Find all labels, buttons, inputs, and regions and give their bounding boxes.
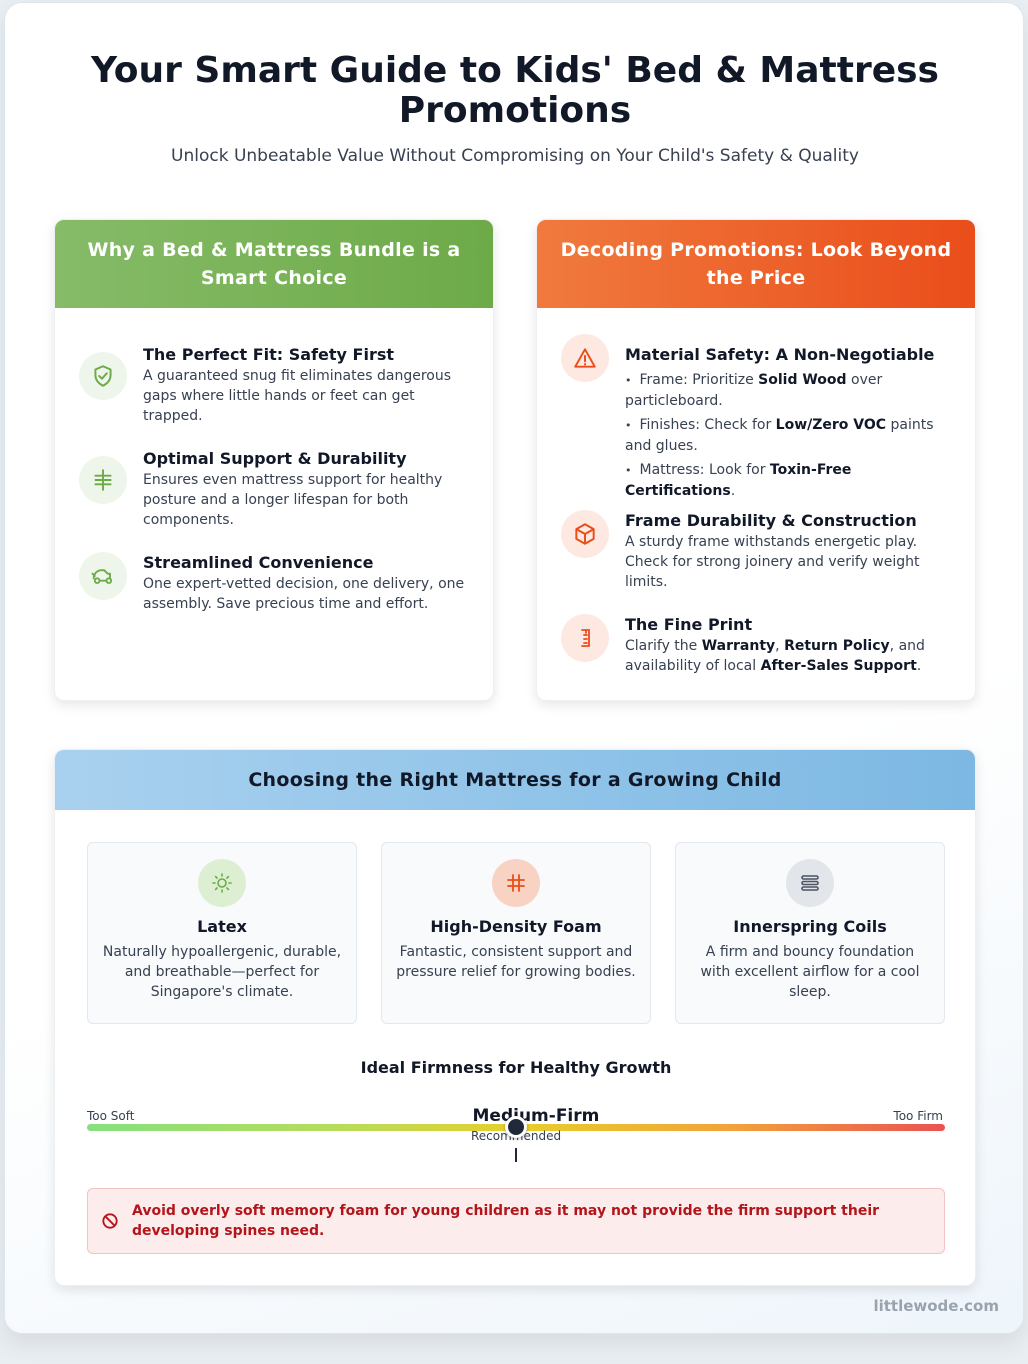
mattress-type-text: Fantastic, consistent support and pressu…: [396, 944, 636, 980]
warning-text: Avoid overly soft memory foam for young …: [132, 1203, 880, 1239]
sun-icon: [198, 859, 246, 907]
firmness-title: Ideal Firmness for Healthy Growth: [360, 1058, 672, 1077]
promo-item-material: Material Safety: A Non-Negotiable •Frame…: [561, 334, 955, 505]
fine-print-text: Clarify the Warranty, Return Policy, and…: [625, 638, 925, 674]
promo-card: Decoding Promotions: Look Beyond the Pri…: [536, 219, 976, 701]
prohibited-icon: [100, 1211, 120, 1235]
bundle-item-safety: The Perfect Fit: Safety First A guarante…: [79, 344, 473, 426]
bundle-card: Why a Bed & Mattress Bundle is a Smart C…: [54, 219, 494, 701]
material-bullet: •Mattress: Look for Toxin-Free Certifica…: [625, 462, 852, 499]
too-soft-label: Too Soft: [87, 1109, 135, 1123]
bundle-item-text: A guaranteed snug fit eliminates dangero…: [143, 368, 451, 424]
delivery-icon: [79, 552, 127, 600]
promo-item-frame: Frame Durability & Construction A sturdy…: [561, 510, 955, 592]
too-firm-label: Too Firm: [893, 1109, 943, 1123]
frame-title: Frame Durability & Construction: [625, 511, 917, 530]
document-icon: [561, 614, 609, 662]
foam-grid-icon: [492, 859, 540, 907]
bundle-item-support: Optimal Support & Durability Ensures eve…: [79, 448, 473, 530]
warning-icon: [561, 334, 609, 382]
material-title: Material Safety: A Non-Negotiable: [625, 345, 935, 364]
material-bullet: •Frame: Prioritize Solid Wood over parti…: [625, 372, 883, 409]
mattress-type-text: Naturally hypoallergenic, durable, and b…: [102, 944, 342, 1000]
shield-check-icon: [79, 352, 127, 400]
mattress-type-text: A firm and bouncy foundation with excell…: [700, 944, 920, 1000]
fine-print-title: The Fine Print: [625, 615, 753, 634]
bundle-card-heading: Why a Bed & Mattress Bundle is a Smart C…: [55, 220, 493, 308]
mattress-type-title: High-Density Foam: [430, 917, 602, 936]
bundle-item-title: Optimal Support & Durability: [143, 449, 407, 468]
mattress-type-title: Innerspring Coils: [733, 917, 887, 936]
promo-card-heading: Decoding Promotions: Look Beyond the Pri…: [537, 220, 975, 308]
mattress-type-coils: Innerspring Coils A firm and bouncy foun…: [675, 842, 945, 1024]
firmness-marker: [505, 1116, 527, 1138]
memory-foam-warning: Avoid overly soft memory foam for young …: [87, 1188, 945, 1254]
mattress-section: Choosing the Right Mattress for a Growin…: [54, 749, 976, 1286]
bundle-item-text: Ensures even mattress support for health…: [143, 472, 443, 528]
bundle-item-text: One expert-vetted decision, one delivery…: [143, 576, 465, 612]
firmness-marker-tick: [515, 1148, 517, 1162]
mattress-type-latex: Latex Naturally hypoallergenic, durable,…: [87, 842, 357, 1024]
recommended-firmness-label: Medium-Firm: [472, 1106, 600, 1126]
coils-icon: [786, 859, 834, 907]
bundle-item-title: Streamlined Convenience: [143, 553, 374, 572]
infographic-page: Your Smart Guide to Kids' Bed & Mattress…: [4, 2, 1024, 1334]
page-title: Your Smart Guide to Kids' Bed & Mattress…: [91, 50, 939, 131]
mattress-type-title: Latex: [197, 917, 247, 936]
promo-item-fine-print: The Fine Print Clarify the Warranty, Ret…: [561, 614, 955, 676]
box-icon: [561, 510, 609, 558]
material-bullet: •Finishes: Check for Low/Zero VOC paints…: [625, 417, 934, 454]
footer-brand: littlewode.com: [873, 1297, 999, 1315]
page-subtitle: Unlock Unbeatable Value Without Compromi…: [171, 146, 859, 166]
bundle-item-title: The Perfect Fit: Safety First: [143, 345, 394, 364]
material-bullets: •Frame: Prioritize Solid Wood over parti…: [625, 370, 955, 501]
mattress-type-foam: High-Density Foam Fantastic, consistent …: [381, 842, 651, 1024]
frame-text: A sturdy frame withstands energetic play…: [625, 534, 920, 590]
support-grid-icon: [79, 456, 127, 504]
mattress-section-heading: Choosing the Right Mattress for a Growin…: [55, 750, 975, 810]
bundle-item-convenience: Streamlined Convenience One expert-vette…: [79, 552, 473, 614]
